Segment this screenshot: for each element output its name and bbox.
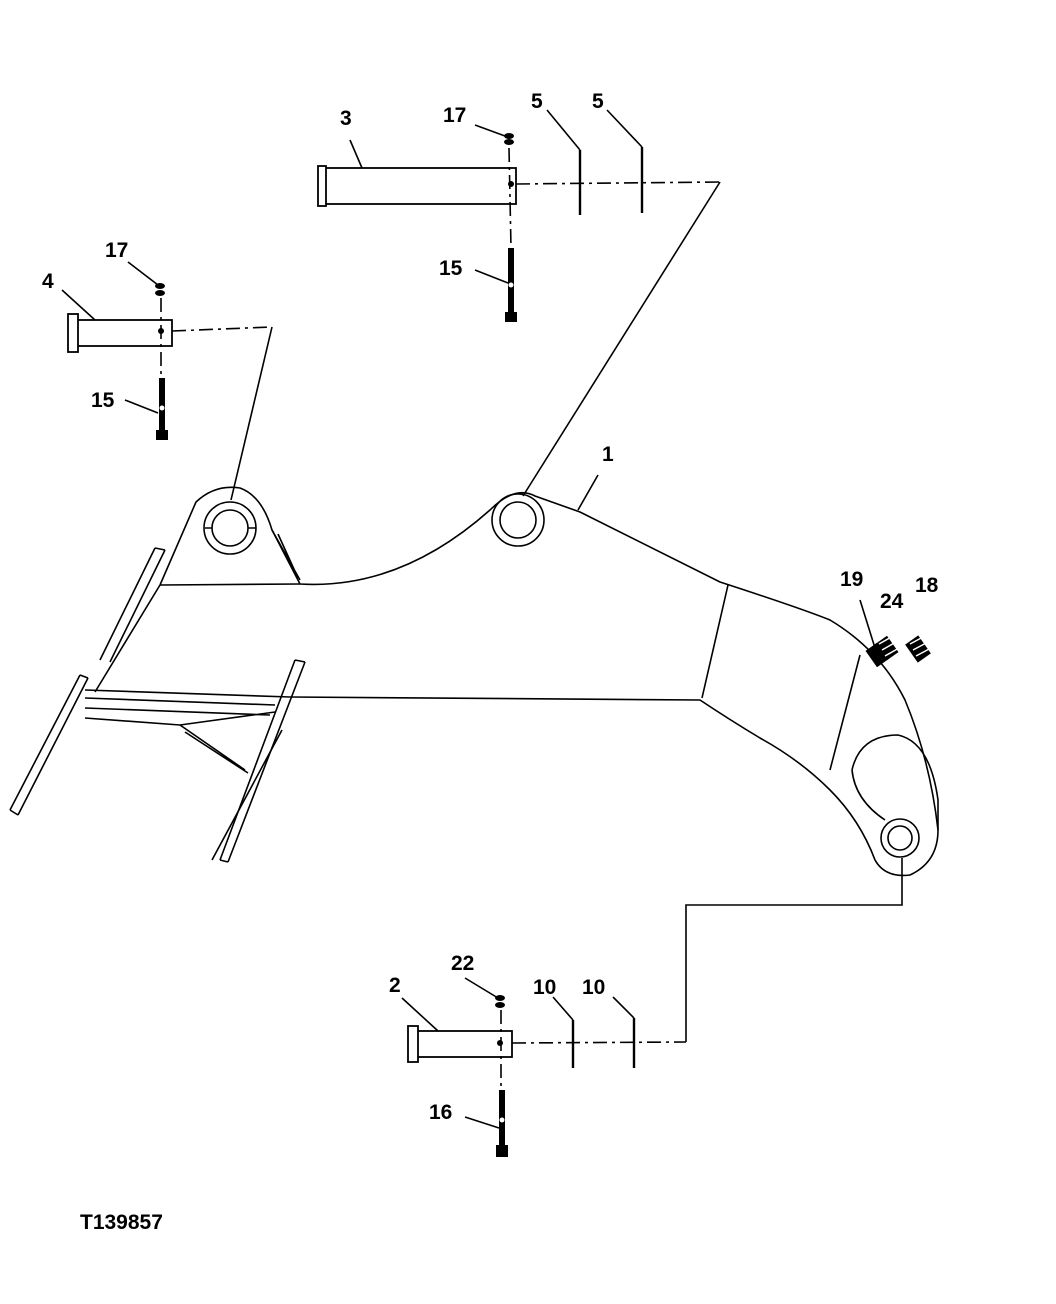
center-pivot-bore	[491, 493, 545, 547]
callout-22: 22	[451, 952, 474, 975]
vertical-centerline-pin-3	[508, 147, 512, 249]
callout-19: 19	[840, 568, 863, 591]
callout-10a: 10	[533, 976, 556, 999]
nose-pivot-bore	[880, 818, 920, 858]
leader-pin-3-to-bore	[522, 181, 721, 497]
bolt-16	[496, 1090, 508, 1157]
fitting-17-top	[504, 133, 514, 145]
callout-15-left: 15	[91, 389, 115, 412]
pin-3	[317, 165, 517, 207]
centerline-pin-2	[511, 1041, 687, 1044]
boom-arm	[9, 486, 939, 877]
bolt-15-top	[505, 248, 517, 322]
callout-2: 2	[389, 974, 401, 997]
fitting-17-left	[155, 283, 165, 296]
callout-17-top: 17	[443, 104, 466, 127]
callout-18: 18	[915, 574, 939, 597]
leader-pin-4-to-bore	[230, 326, 273, 501]
callout-16: 16	[429, 1101, 452, 1124]
callout-4: 4	[42, 270, 54, 293]
callout-15-top: 15	[439, 257, 463, 280]
centerline-pin-4	[171, 326, 273, 332]
callout-labels: 1 2 3 4 5 5 10 10 15 15 16 17 17 18 19 2…	[42, 90, 939, 1124]
callout-1: 1	[602, 443, 614, 466]
pin-4	[67, 313, 173, 353]
callout-10b: 10	[582, 976, 605, 999]
fitting-18	[905, 635, 932, 663]
callout-5a: 5	[531, 90, 543, 113]
figure-id: T139857	[80, 1211, 163, 1234]
callout-24: 24	[880, 590, 904, 613]
fitting-19	[865, 642, 889, 668]
centerline-pin-3	[515, 181, 721, 185]
fitting-24	[875, 635, 900, 661]
fitting-22	[495, 995, 505, 1008]
upper-left-pivot-bore	[203, 501, 257, 555]
callout-3: 3	[340, 107, 352, 130]
pin-2	[407, 1025, 513, 1063]
callout-5b: 5	[592, 90, 604, 113]
callout-leaders	[61, 109, 876, 1129]
callout-17-left: 17	[105, 239, 128, 262]
bolt-15-left	[156, 378, 168, 440]
leader-pin-2-to-bore	[685, 858, 903, 1042]
